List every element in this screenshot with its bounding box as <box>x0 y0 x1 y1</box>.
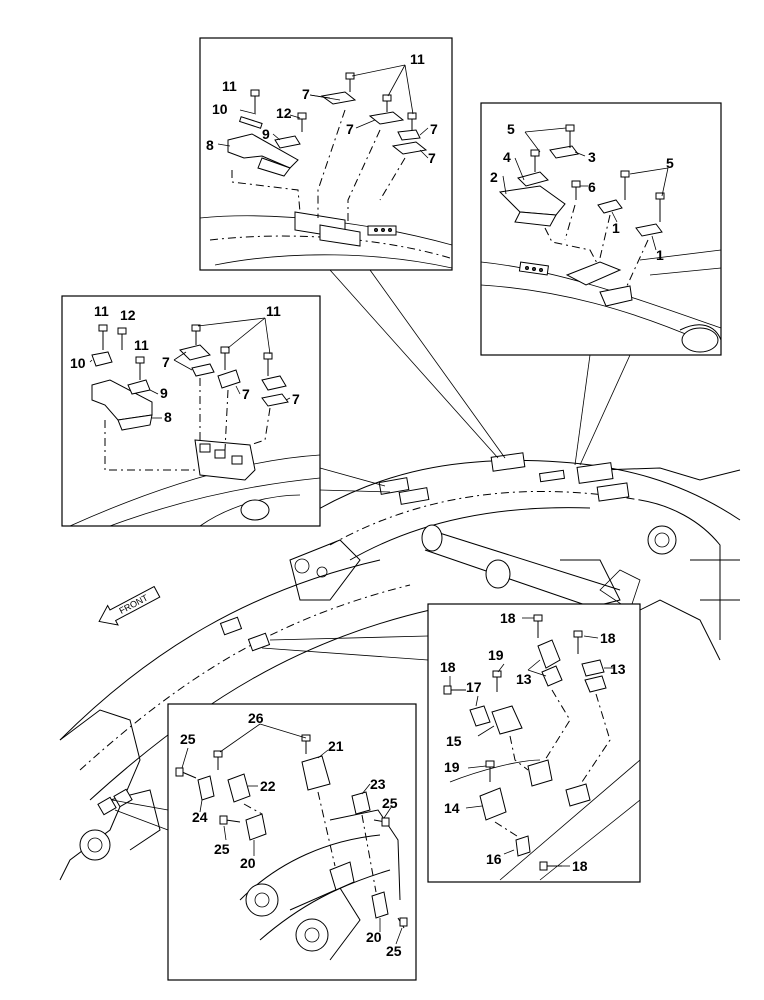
callout-24-bottom: 24 <box>192 809 208 825</box>
callout-19-right-b: 19 <box>444 759 460 775</box>
callout-11-top-center-a: 11 <box>222 78 237 94</box>
detail-top-right <box>480 102 722 356</box>
front-arrow: FRONT <box>98 585 161 626</box>
callout-9-left: 9 <box>160 385 168 401</box>
callout-25-bottom-c: 25 <box>214 841 230 857</box>
callout-1-top-right-b: 1 <box>656 247 664 263</box>
callout-6-top-right: 6 <box>588 179 596 195</box>
boom-assembly <box>59 452 741 881</box>
callout-5-top-right-b: 5 <box>666 155 674 171</box>
callout-12-top-center: 12 <box>276 105 292 121</box>
callout-7-left-b: 7 <box>242 386 250 402</box>
callout-7-top-center-b: 7 <box>346 121 354 137</box>
callout-7-top-center-a: 7 <box>302 86 310 102</box>
callout-3-top-right: 3 <box>588 149 596 165</box>
callout-11-left-b: 11 <box>134 337 149 353</box>
detail-left <box>61 295 321 527</box>
callout-7-top-center-c: 7 <box>430 121 438 137</box>
callout-14-right: 14 <box>444 800 460 816</box>
callout-17-right: 17 <box>466 679 482 695</box>
detail-leaders <box>111 269 631 831</box>
detail-top-center <box>199 37 453 271</box>
callout-13-right-b: 13 <box>610 661 626 677</box>
callout-10-top-center: 10 <box>212 101 228 117</box>
callout-21-bottom: 21 <box>328 738 344 754</box>
callout-7-left-a: 7 <box>162 354 170 370</box>
callout-25-bottom-d: 25 <box>386 943 402 959</box>
callout-20-bottom-b: 20 <box>366 929 382 945</box>
callout-25-bottom-a: 25 <box>180 731 196 747</box>
detail-bottom-center <box>167 703 417 981</box>
callout-7-left-c: 7 <box>292 391 300 407</box>
callout-2-top-right: 2 <box>490 169 498 185</box>
callout-8-left: 8 <box>164 409 172 425</box>
callout-10-left: 10 <box>70 355 86 371</box>
callout-1-top-right-a: 1 <box>612 220 620 236</box>
callout-13-right-a: 13 <box>516 671 532 687</box>
callout-11-left-c: 11 <box>266 303 281 319</box>
callout-25-bottom-b: 25 <box>382 795 398 811</box>
callout-16-right: 16 <box>486 851 502 867</box>
callout-18-right-c: 18 <box>440 659 456 675</box>
callout-23-bottom: 23 <box>370 776 386 792</box>
callout-19-right-a: 19 <box>488 647 504 663</box>
callout-15-right: 15 <box>446 733 462 749</box>
callout-18-right-b: 18 <box>600 630 616 646</box>
callout-11-left-a: 11 <box>94 303 109 319</box>
callout-8-top-center: 8 <box>206 137 214 153</box>
callout-22-bottom: 22 <box>260 778 276 794</box>
callout-12-left: 12 <box>120 307 136 323</box>
callout-5-top-right-a: 5 <box>507 121 515 137</box>
callout-18-right-d: 18 <box>572 858 588 874</box>
callout-4-top-right: 4 <box>503 149 511 165</box>
callout-7-top-center-d: 7 <box>428 150 436 166</box>
callout-11-top-center-b: 11 <box>410 51 425 67</box>
callout-20-bottom-a: 20 <box>240 855 256 871</box>
callout-26-bottom: 26 <box>248 710 264 726</box>
callout-18-right-a: 18 <box>500 610 516 626</box>
detail-right-lower <box>427 603 641 883</box>
callout-9-top-center: 9 <box>262 126 270 142</box>
